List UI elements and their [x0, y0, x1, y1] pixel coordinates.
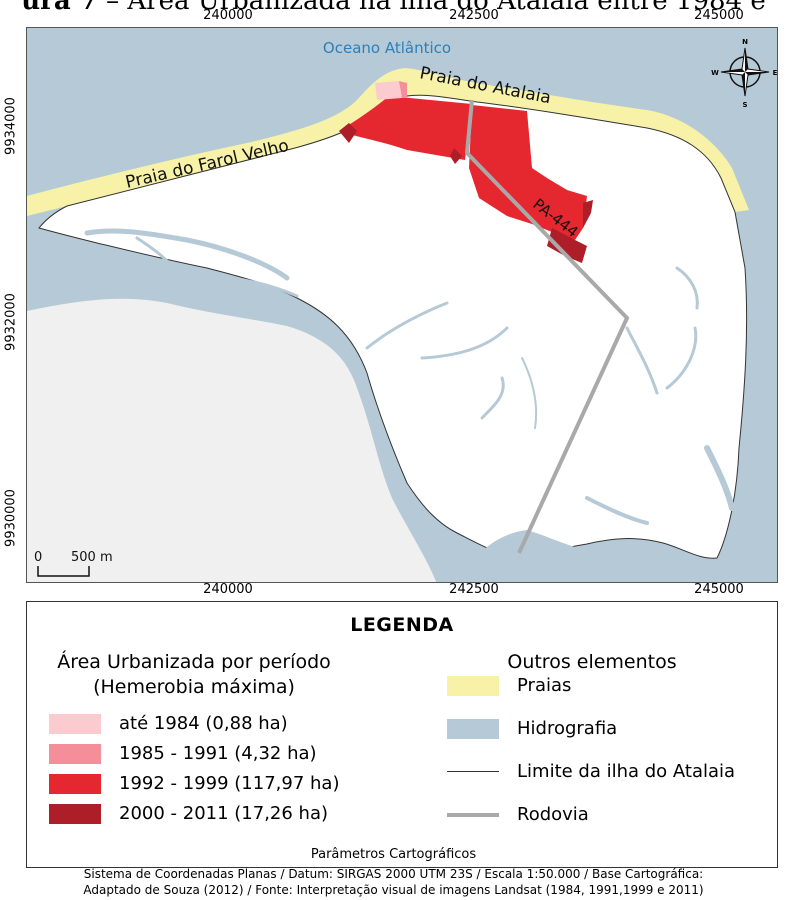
grid-labels-left: 9934000 9932000 9930000 [0, 38, 22, 598]
legend-item-praias: Praias [447, 675, 571, 696]
swatch-hidrografia [447, 718, 499, 739]
source-line-2: Adaptado de Souza (2012) / Fonte: Interp… [83, 883, 704, 897]
grid-x-label-bottom: 240000 [203, 582, 253, 597]
legend-item-limite-ilha: Limite da ilha do Atalaia [447, 761, 735, 782]
caption-prefix: ura 7 [21, 0, 98, 16]
legend-item-urban-2000-2011: 2000 - 2011 (17,26 ha) [49, 803, 328, 824]
creeks [84, 228, 735, 525]
legend-label: 1992 - 1999 (117,97 ha) [119, 773, 340, 794]
grid-x-label-bottom: 245000 [694, 582, 744, 597]
legend-label: Praias [517, 675, 572, 696]
swatch-ate-1984 [49, 713, 101, 734]
swatch-2000-2011 [49, 803, 101, 824]
urban-2000-2011-east [547, 228, 587, 263]
ocean-label: Oceano Atlântico [323, 39, 451, 57]
legend-label: até 1984 (0,88 ha) [119, 713, 288, 734]
grid-labels-bottom: 240000 242500 245000 [0, 582, 787, 598]
figure-caption: ura 7 – Área Urbanizada na ilha do Atala… [0, 0, 787, 16]
urban-legend-heading: Área Urbanizada por período (Hemerobia m… [49, 650, 339, 700]
swatch-1985-1991 [49, 743, 101, 764]
legend-label: 2000 - 2011 (17,26 ha) [119, 803, 329, 824]
map-frame[interactable]: Oceano Atlântico Praia do Farol Velho Pr… [26, 27, 778, 583]
legend-item-urban-1985-1991: 1985 - 1991 (4,32 ha) [49, 743, 317, 764]
compass-s: S [742, 101, 747, 109]
legend-item-urban-1992-1999: 1992 - 1999 (117,97 ha) [49, 773, 339, 794]
other-legend-heading: Outros elementos [507, 651, 677, 673]
compass-w: W [711, 69, 719, 77]
swatch-1992-1999 [49, 773, 101, 794]
legend-box: LEGENDA Área Urbanizada por período (Hem… [26, 601, 778, 868]
compass-e: E [773, 69, 778, 77]
beach-area [27, 68, 749, 216]
swatch-limite-ilha [447, 771, 499, 772]
scale-label: 500 m [71, 550, 113, 565]
grid-x-label-top: 242500 [449, 8, 499, 23]
legend-title: LEGENDA [350, 614, 454, 636]
mainland-area [27, 298, 437, 582]
compass-rose-icon: N S E W [711, 38, 777, 109]
swatch-rodovia [447, 812, 499, 817]
urban-2000-2011-west [339, 123, 357, 143]
legend-label: Rodovia [517, 804, 589, 825]
grid-labels-top: 240000 242500 245000 [0, 8, 787, 24]
grid-y-label: 9930000 [3, 489, 19, 547]
road-pa-444 [465, 99, 629, 554]
legend-item-hidrografia: Hidrografia [447, 718, 617, 739]
urban-1985-1991 [399, 81, 407, 98]
urban-2000-2011-small [450, 148, 462, 164]
legend-label: Hidrografia [517, 718, 618, 739]
urban-ate-1984 [375, 81, 402, 100]
scale-bar: 0 500 m [34, 550, 113, 577]
legend-label: 1985 - 1991 (4,32 ha) [119, 743, 317, 764]
source-note: Sistema de Coordenadas Planas / Datum: S… [0, 866, 787, 898]
urban-1992-1999-east [469, 105, 587, 240]
legend-item-rodovia: Rodovia [447, 804, 589, 825]
grid-x-label-top: 240000 [203, 8, 253, 23]
urban-1992-1999-west [339, 96, 472, 160]
source-line-1: Sistema de Coordenadas Planas / Datum: S… [83, 867, 704, 881]
legend-label: Limite da ilha do Atalaia [517, 761, 736, 782]
grid-y-label: 9934000 [3, 97, 19, 155]
legend-item-urban-ate-1984: até 1984 (0,88 ha) [49, 713, 288, 734]
urban-heading-line-2: (Hemerobia máxima) [93, 676, 295, 698]
params-title: Parâmetros Cartográficos [310, 847, 477, 862]
grid-x-label-top: 245000 [694, 8, 744, 23]
compass-n: N [742, 38, 748, 46]
map-canvas: Oceano Atlântico Praia do Farol Velho Pr… [27, 28, 777, 582]
scale-zero: 0 [34, 550, 42, 565]
river-mouth [458, 530, 777, 582]
urban-2000-2011-east-strip [583, 200, 593, 228]
swatch-praias [447, 675, 499, 696]
grid-y-label: 9932000 [3, 293, 19, 351]
grid-x-label-bottom: 242500 [449, 582, 499, 597]
urban-heading-line-1: Área Urbanizada por período [57, 651, 331, 673]
caption-text: – Área Urbanizada na ilha do Atalaia ent… [97, 0, 766, 16]
